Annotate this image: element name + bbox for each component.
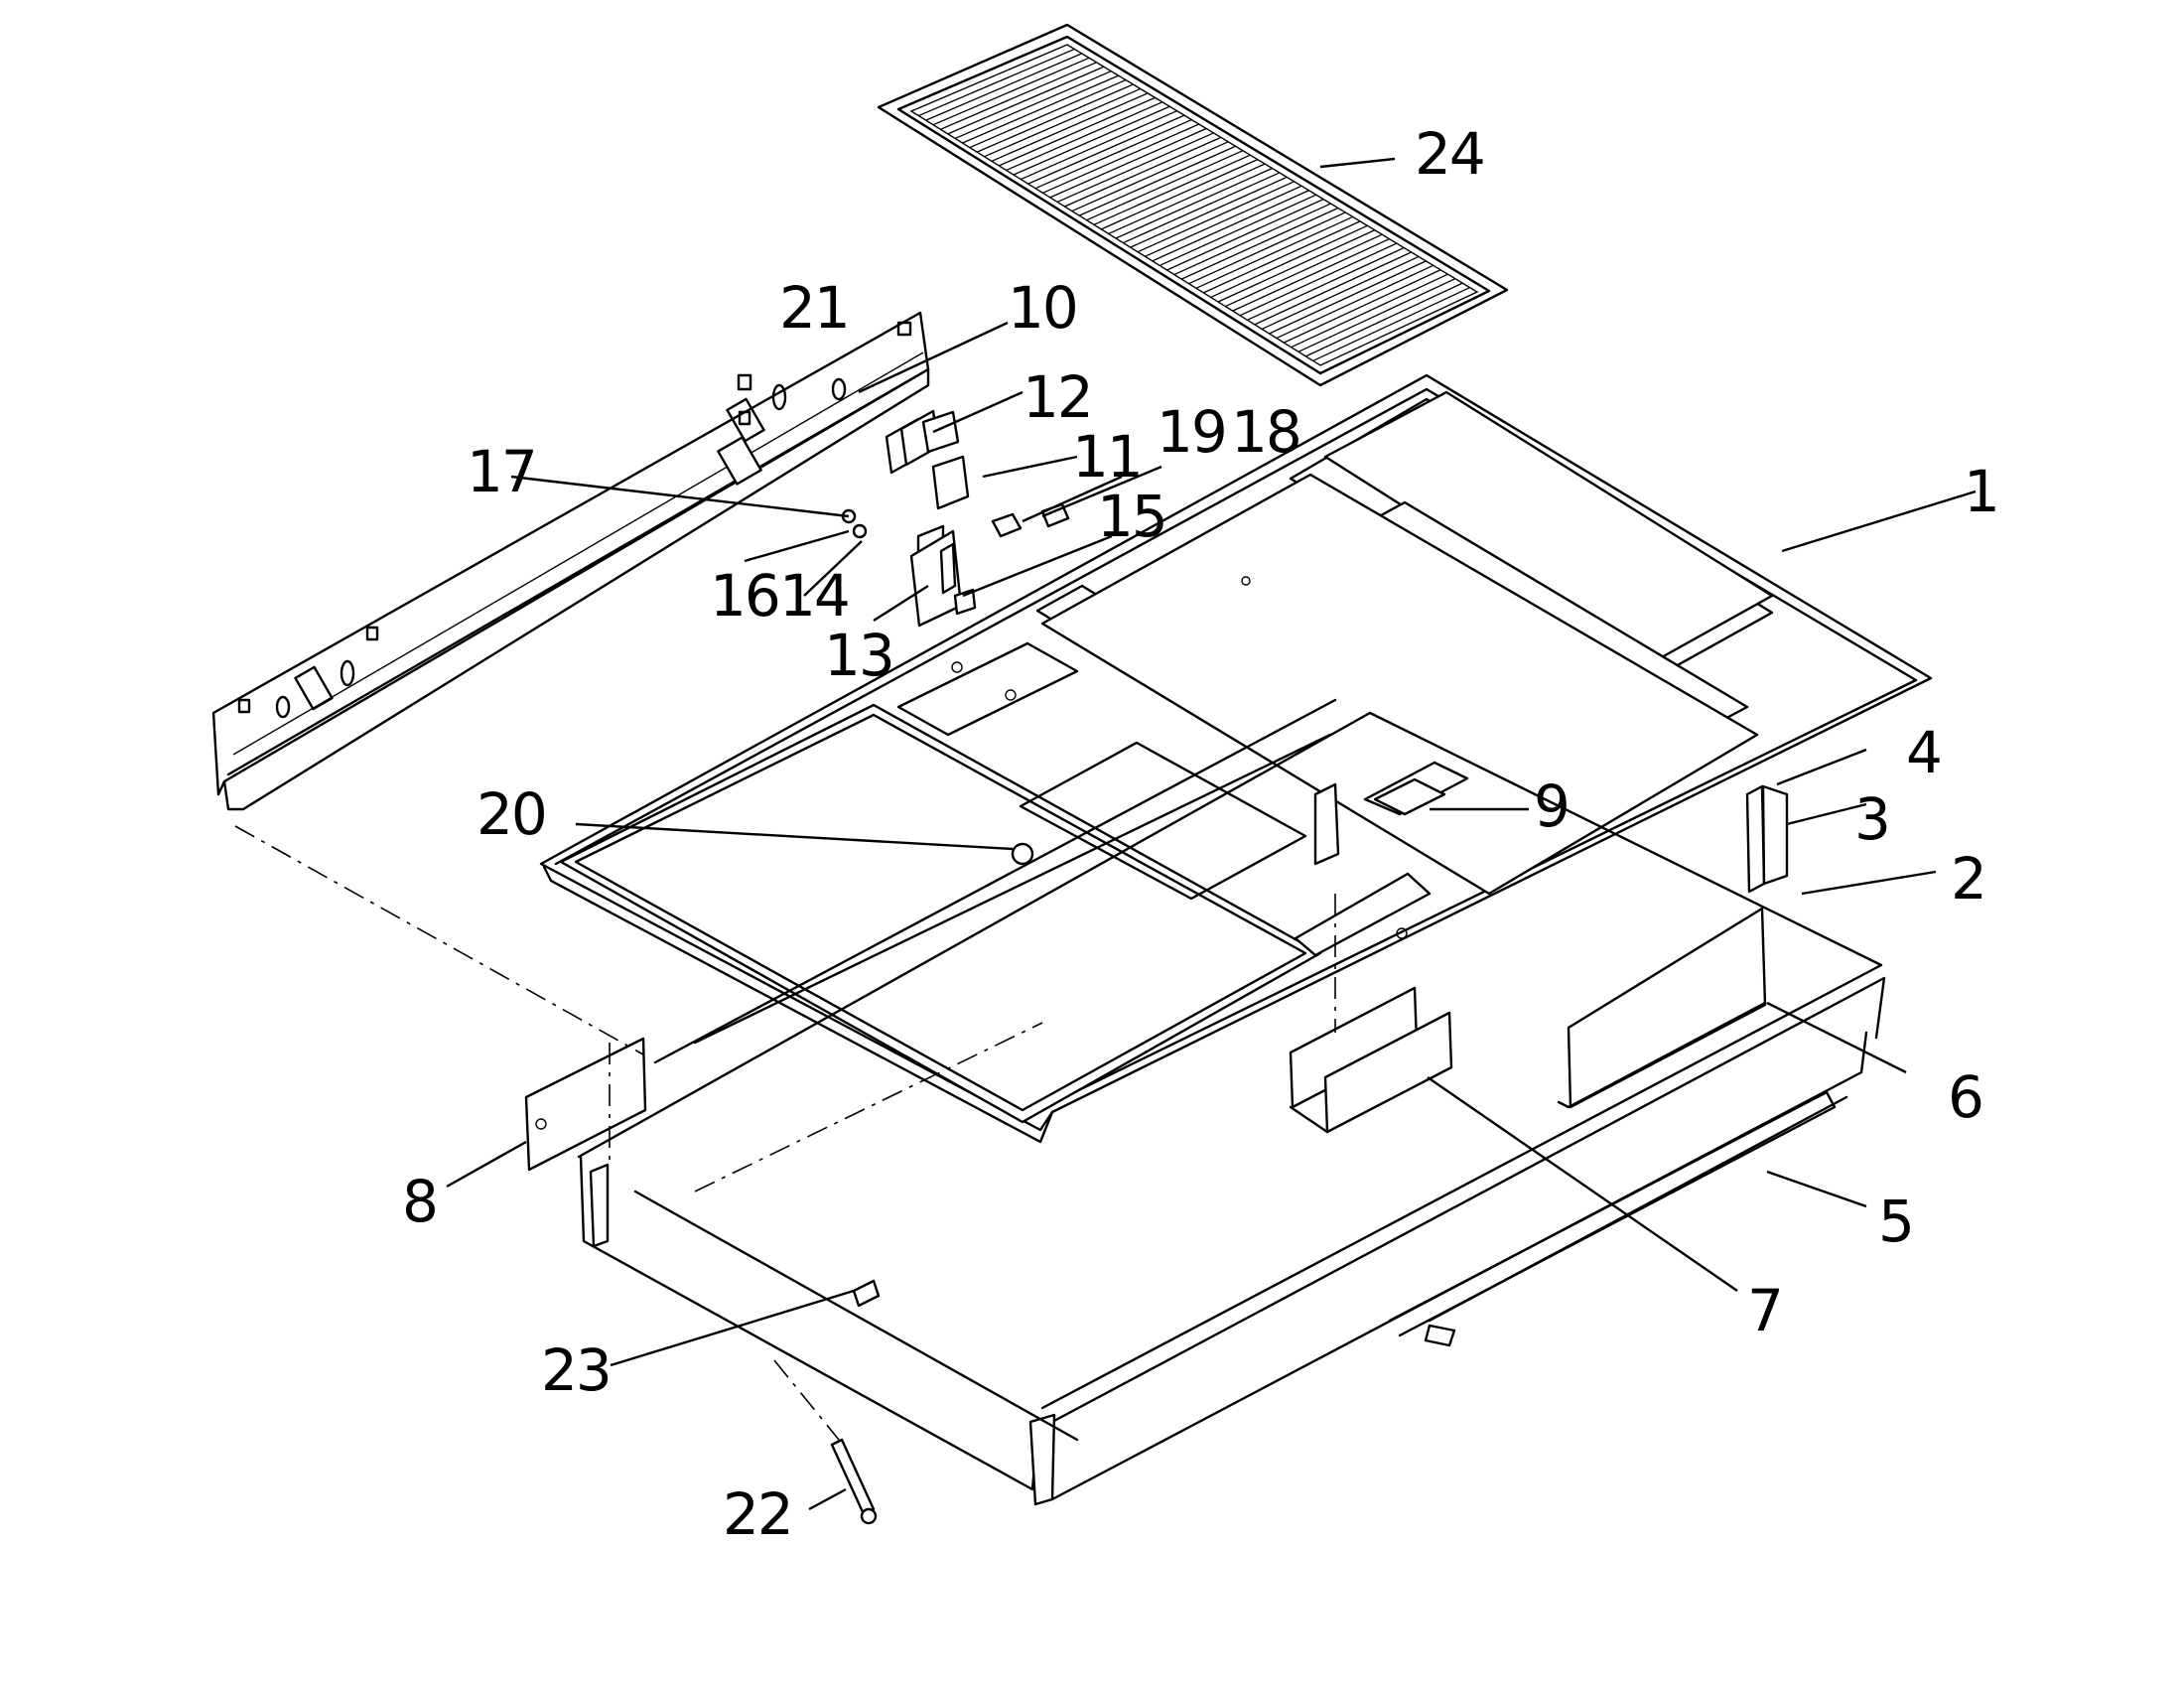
part-3-4-brackets [1745, 784, 1789, 894]
grille-slat [1006, 101, 1163, 172]
grille-slat [1203, 220, 1361, 294]
callout-4: 4 [1906, 719, 1941, 786]
small-parts [841, 409, 1070, 628]
grille-slat [1261, 255, 1420, 331]
grille-slat [1225, 233, 1383, 308]
grille-slat [1283, 269, 1441, 344]
grille-slat [962, 74, 1119, 144]
part-5-rail [1388, 1090, 1837, 1347]
grille-slat [999, 96, 1156, 167]
callout-13: 13 [824, 622, 893, 689]
grille-slat [940, 62, 1097, 130]
callout-6: 6 [1948, 1063, 1982, 1131]
grille-slat [1108, 163, 1266, 235]
callout-8: 8 [402, 1168, 437, 1235]
grille-slat [925, 53, 1083, 121]
grille-slat [1123, 172, 1281, 244]
callout-23: 23 [541, 1336, 611, 1404]
part-2-base-pan [577, 698, 1886, 1506]
grille-slat [1247, 246, 1405, 321]
grille-slat [1027, 114, 1185, 185]
grille-slat [969, 78, 1127, 149]
callout-16: 16 [710, 562, 779, 630]
callout-14: 14 [779, 562, 849, 630]
grille-slat [1086, 150, 1244, 221]
grille-slat [1145, 185, 1302, 257]
grille-slat [1093, 154, 1251, 225]
grille-slat [1195, 215, 1353, 289]
callout-18: 18 [1231, 398, 1300, 466]
grille-slat [1101, 159, 1259, 230]
grille-slat [1232, 238, 1390, 312]
grille-slat [1115, 167, 1273, 239]
callout-17: 17 [467, 438, 536, 505]
part-24-grille [877, 23, 1509, 387]
grille-slat [1166, 199, 1324, 271]
grille-slat [1291, 273, 1448, 349]
grille-slat [1239, 242, 1398, 317]
grille-slat [1217, 229, 1376, 303]
grille-slat [1173, 203, 1331, 276]
grille-slat [976, 83, 1134, 153]
callout-24: 24 [1415, 120, 1484, 188]
grille-slat [1021, 110, 1177, 181]
grille-slat [1034, 118, 1192, 190]
part-6-panel [1557, 907, 1767, 1109]
grille-slat [1071, 141, 1229, 212]
grille-slat [954, 70, 1112, 140]
grille-slat [1152, 190, 1309, 262]
part-control-rail [211, 311, 930, 811]
grille-slat [1056, 132, 1214, 204]
callout-12: 12 [1023, 363, 1092, 431]
grille-slat [1269, 260, 1427, 335]
callout-3: 3 [1854, 785, 1889, 853]
grille-slat [1064, 136, 1222, 208]
grille-slat [984, 87, 1142, 158]
callout-21: 21 [779, 274, 849, 342]
callout-7: 7 [1747, 1277, 1782, 1344]
callout-9: 9 [1534, 772, 1569, 840]
grille-slat [1180, 207, 1339, 280]
grille-slat [1159, 194, 1317, 267]
grille-slat [1013, 105, 1170, 176]
callout-1: 1 [1964, 458, 1998, 525]
grille-slat [991, 92, 1149, 162]
grille-slat [947, 66, 1105, 135]
grille-slat [1049, 127, 1207, 199]
hardware-bits [830, 777, 1446, 1525]
grille-slat [1305, 282, 1463, 357]
grille-slat [1188, 211, 1346, 285]
callout-20: 20 [477, 780, 546, 848]
grille-slat [1210, 224, 1368, 299]
grille-slat [1130, 176, 1288, 248]
part-7-channel [1289, 986, 1453, 1134]
grille-slat [1276, 264, 1434, 340]
grille-slat [1254, 251, 1412, 326]
callout-22: 22 [723, 1480, 792, 1548]
callout-5: 5 [1878, 1188, 1913, 1255]
grille-slat [932, 57, 1090, 126]
callout-10: 10 [1008, 274, 1077, 342]
grille-slat [1078, 145, 1236, 216]
callout-11: 11 [1072, 423, 1142, 491]
grille-slat [1042, 123, 1200, 194]
callouts: 24 21 10 12 11 19 18 15 17 16 14 13 1 4 … [402, 120, 2000, 1548]
callout-2: 2 [1951, 845, 1985, 912]
grille-slat [1137, 181, 1295, 253]
callout-15: 15 [1097, 483, 1166, 550]
alignment-lines [234, 825, 1336, 1441]
grille-slat [1312, 286, 1470, 362]
part-8-plate [524, 1037, 647, 1172]
grille-slat [1297, 278, 1456, 352]
callout-19: 19 [1157, 398, 1226, 466]
grille-slat [918, 48, 1075, 117]
leader-lines [446, 157, 1977, 1511]
